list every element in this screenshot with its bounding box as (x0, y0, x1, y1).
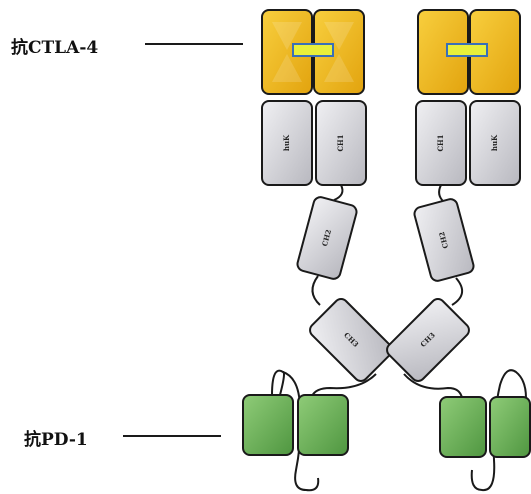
right-huk-domain (469, 100, 521, 186)
right-ch2-domain: CH2 (413, 198, 475, 282)
left-pd1-scfv (242, 369, 349, 492)
left-ctla4-scfv (261, 9, 365, 95)
left-ch3-domain: CH3 (309, 298, 393, 382)
left-ch3-linker (311, 373, 377, 397)
ctla4-label: 抗CTLA-4 (11, 38, 99, 58)
left-ch2-label: CH2 (320, 228, 333, 247)
left-hinge-line (333, 184, 344, 201)
right-pd1-scfv (439, 369, 531, 492)
left-huk-domain (261, 100, 313, 186)
pd1-label: 抗PD-1 (24, 430, 88, 450)
right-ch3-linker (403, 373, 463, 399)
left-huk-label: huK (282, 134, 291, 151)
right-ctla4-scfv (417, 9, 521, 95)
left-pd1-vl-domain (297, 394, 349, 456)
right-ch2-ch3-line (451, 277, 463, 306)
right-ch2-label: CH2 (437, 231, 450, 250)
right-huk-label: huK (490, 134, 499, 151)
left-pd1-vh-domain (242, 394, 294, 456)
right-ch1-label: CH1 (436, 134, 445, 151)
left-linker-bar (292, 43, 334, 57)
left-fab-constant: huK CH1 (261, 100, 367, 186)
left-ch1-label: CH1 (336, 134, 345, 151)
left-ch2-ch3-line (311, 275, 321, 306)
right-linker-bar (446, 43, 488, 57)
right-fab-constant: CH1 huK (415, 100, 521, 186)
right-pd1-vl-domain (489, 396, 531, 458)
right-ch3-domain: CH3 (386, 298, 470, 382)
left-ch2-domain: CH2 (296, 196, 358, 280)
right-hinge-line (438, 184, 445, 203)
right-pd1-vh-domain (439, 396, 487, 458)
